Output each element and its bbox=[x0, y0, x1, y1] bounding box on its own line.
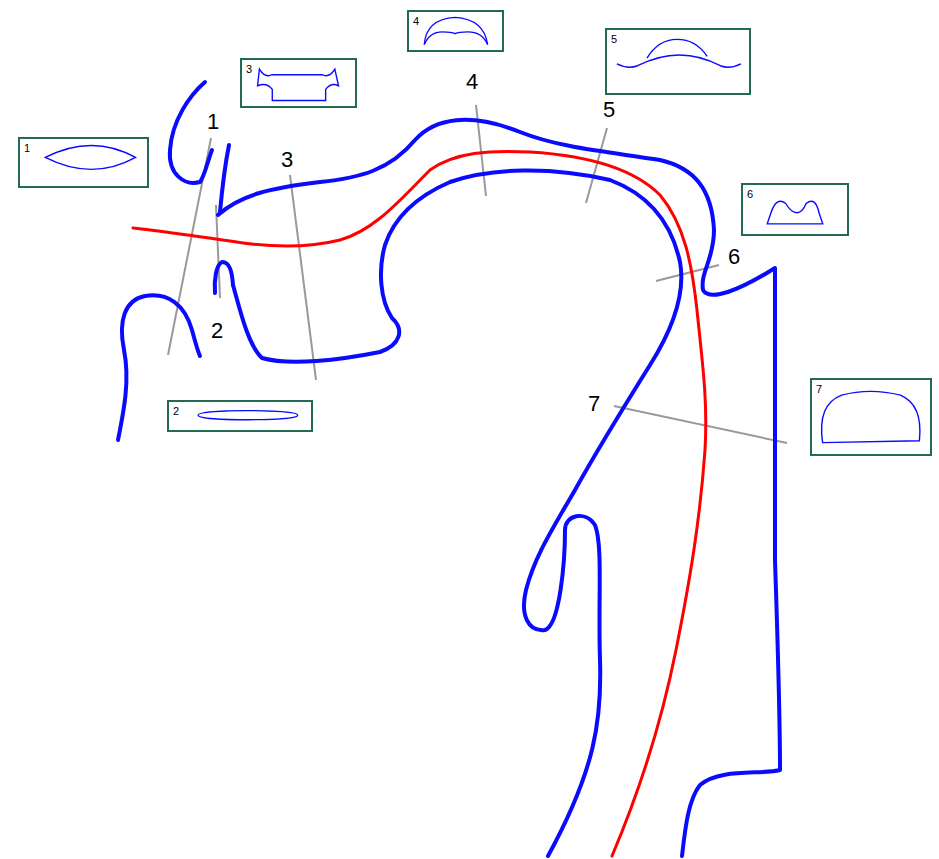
midline-path bbox=[133, 151, 706, 856]
callout-number: 5 bbox=[603, 98, 615, 122]
cross-section-outline bbox=[822, 391, 920, 442]
callout-number: 1 bbox=[207, 110, 219, 134]
cross-section-outline bbox=[258, 69, 339, 100]
section-number: 7 bbox=[816, 383, 822, 395]
inset-drawing bbox=[743, 185, 847, 234]
inset-drawing bbox=[409, 12, 502, 50]
section-number: 6 bbox=[747, 188, 753, 200]
cross-section-outline bbox=[617, 55, 741, 67]
cross-section-inset: 3 bbox=[240, 58, 357, 108]
section-number: 4 bbox=[413, 15, 419, 27]
section-line bbox=[656, 265, 719, 281]
callout-number: 3 bbox=[281, 148, 293, 172]
cross-section-outline bbox=[767, 201, 822, 224]
upper-incisor bbox=[220, 145, 229, 212]
inset-drawing bbox=[607, 30, 749, 93]
cross-section-outline bbox=[647, 39, 707, 58]
section-lines bbox=[168, 105, 787, 443]
cross-section-outline bbox=[424, 32, 487, 45]
cross-section-outline bbox=[424, 17, 487, 44]
cross-section-inset: 1 bbox=[18, 137, 149, 188]
cross-section-outline bbox=[198, 411, 298, 420]
callout-number: 4 bbox=[466, 70, 478, 94]
inset-drawing bbox=[169, 402, 311, 430]
section-number: 2 bbox=[173, 405, 179, 417]
palate-and-pharynx-wall bbox=[218, 120, 780, 856]
section-number: 1 bbox=[24, 142, 30, 154]
upper-lip bbox=[170, 82, 212, 183]
lower-incisor bbox=[215, 262, 233, 293]
tongue-and-epiglottis bbox=[233, 170, 681, 856]
callout-number: 7 bbox=[588, 392, 600, 416]
inset-drawing bbox=[812, 380, 930, 454]
callout-number: 6 bbox=[728, 245, 740, 269]
cross-section-outline bbox=[45, 145, 135, 169]
cross-section-inset: 4 bbox=[407, 10, 504, 52]
section-line bbox=[290, 175, 316, 380]
section-number: 5 bbox=[611, 33, 617, 45]
tract-outline bbox=[118, 82, 780, 856]
inset-drawing bbox=[20, 139, 147, 186]
section-number: 3 bbox=[246, 63, 252, 75]
cross-section-inset: 5 bbox=[605, 28, 751, 95]
cross-section-inset: 2 bbox=[167, 400, 313, 432]
cross-section-inset: 7 bbox=[810, 378, 932, 456]
section-line bbox=[614, 406, 787, 443]
cross-section-inset: 6 bbox=[741, 183, 849, 236]
callout-number: 2 bbox=[211, 319, 223, 343]
inset-drawing bbox=[242, 60, 355, 106]
